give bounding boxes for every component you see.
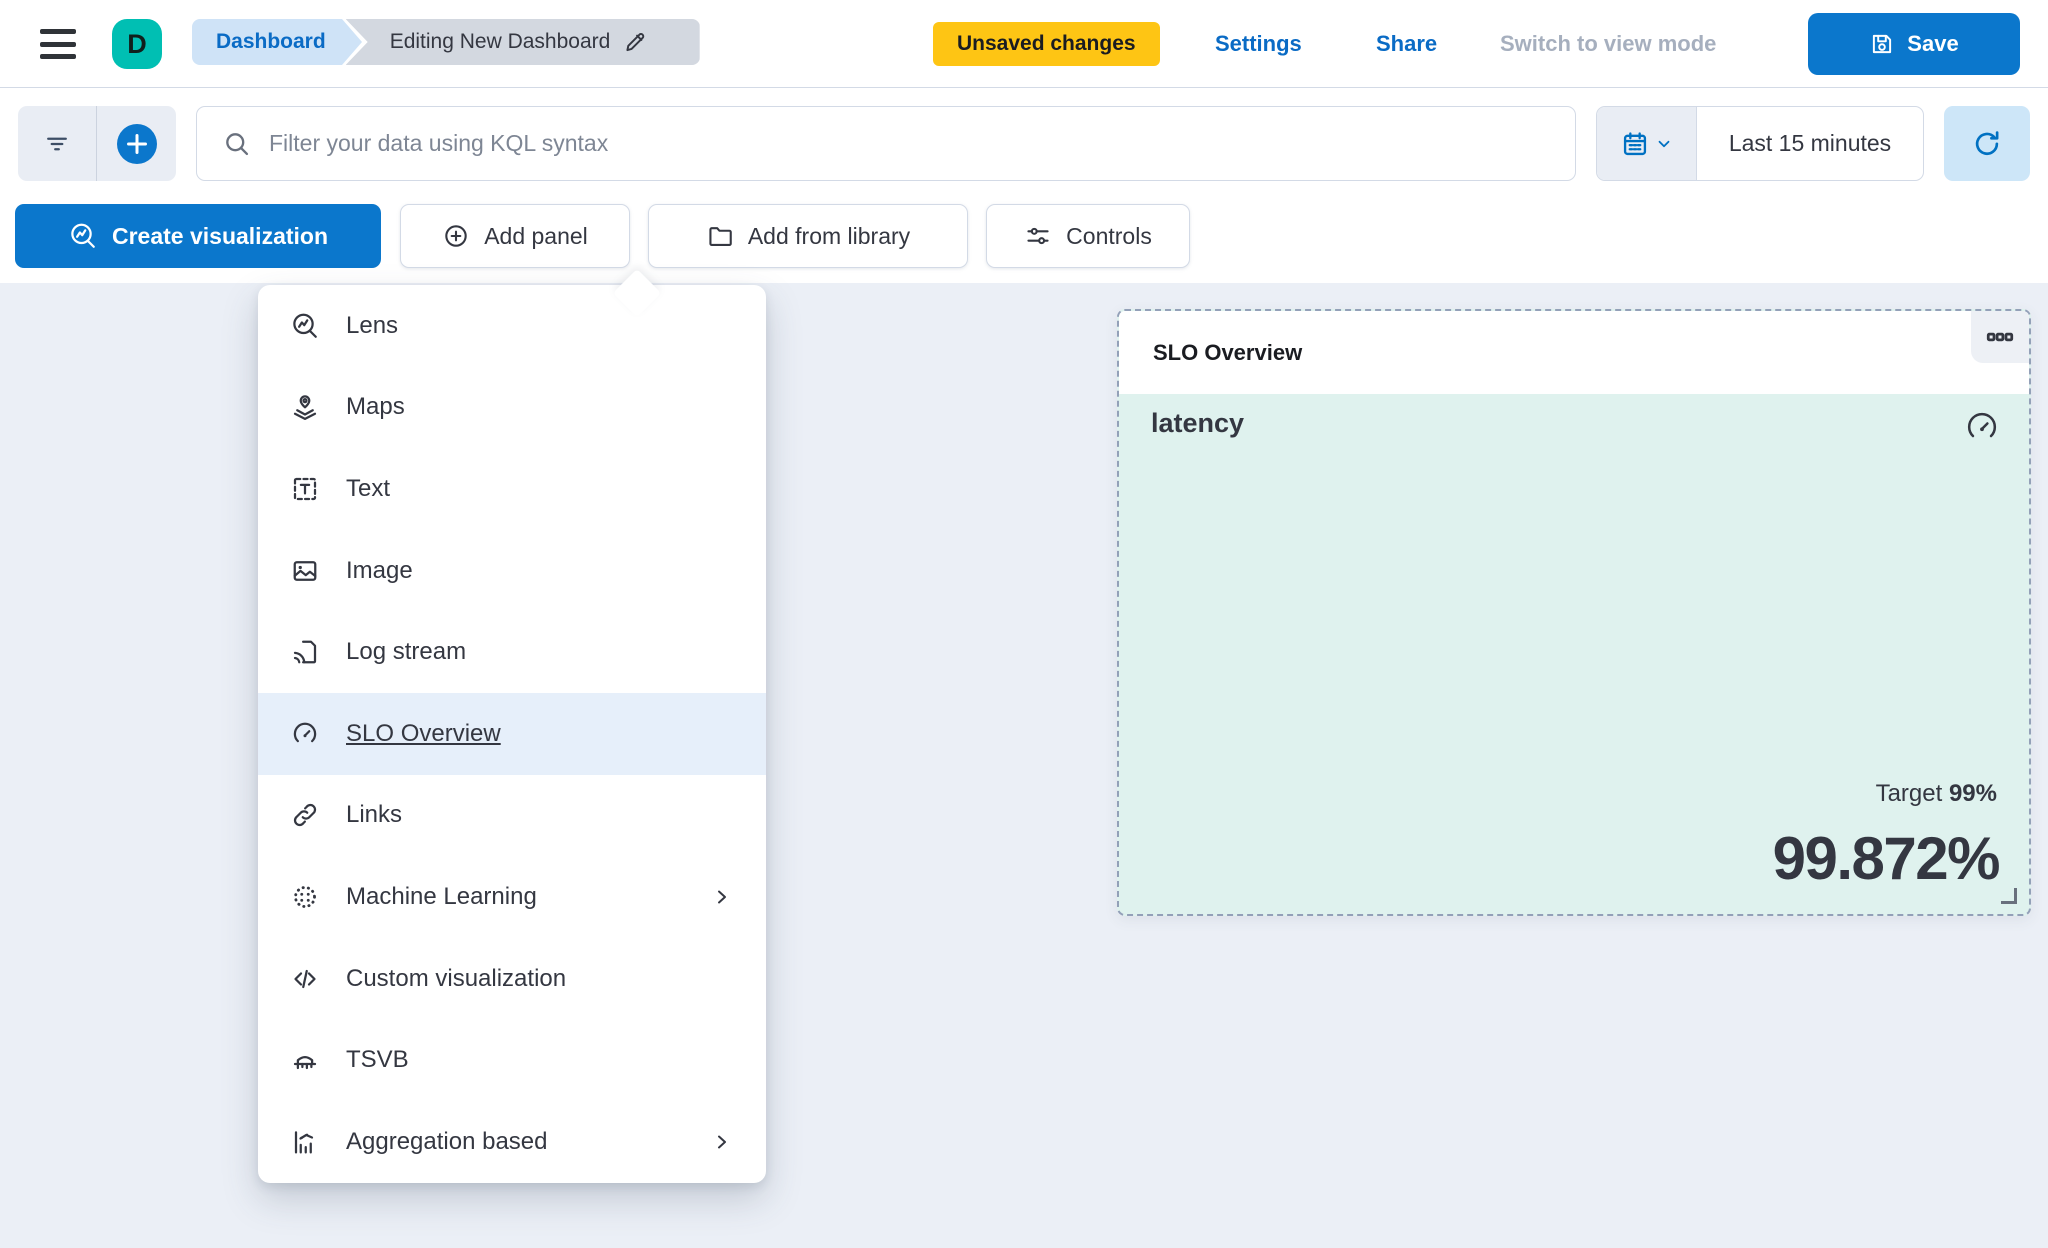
date-quick-select-button[interactable]: [1597, 107, 1697, 180]
menu-item-label: TSVB: [346, 1046, 409, 1074]
slo-target-label: Target: [1875, 780, 1943, 807]
link-icon: [293, 804, 317, 827]
submenu-chevron: [710, 885, 734, 909]
menu-item-label: Aggregation based: [346, 1127, 548, 1155]
slo-overview-panel: SLO Overview latency Target 99% 99.872%: [1117, 309, 2031, 916]
menu-icon[interactable]: [40, 29, 76, 59]
lens-icon: [71, 223, 95, 248]
switch-to-view-mode-link[interactable]: Switch to view mode: [1500, 31, 1717, 56]
gauge-icon: [1967, 412, 1997, 438]
create-visualization-button[interactable]: Create visualization: [15, 204, 381, 268]
sliders-icon: [1027, 227, 1049, 245]
controls-button[interactable]: Controls: [986, 204, 1190, 268]
menu-item-label: Machine Learning: [346, 882, 537, 910]
aggregation-icon: [294, 1130, 314, 1154]
save-button-label: Save: [1907, 31, 1959, 56]
add-panel-label: Add panel: [484, 222, 588, 249]
menu-item-label: Maps: [346, 393, 405, 421]
menu-item-lens[interactable]: Lens: [258, 285, 766, 367]
add-filter-button[interactable]: [97, 106, 176, 181]
slo-target-line: Target 99%: [1876, 780, 1997, 808]
settings-link[interactable]: Settings: [1215, 31, 1302, 56]
share-link[interactable]: Share: [1376, 31, 1438, 56]
pencil-icon: [626, 33, 645, 52]
menu-item-label: Image: [346, 556, 413, 584]
filter-icon: [47, 137, 67, 150]
panel-resize-handle[interactable]: [2001, 888, 2017, 904]
unsaved-changes-badge: Unsaved changes: [933, 22, 1160, 66]
breadcrumb-current-label: Editing New Dashboard: [389, 30, 611, 53]
menu-item-tsvb[interactable]: TSVB: [258, 1019, 766, 1101]
menu-item-label: Links: [346, 801, 403, 829]
menu-item-aggregation-based[interactable]: Aggregation based: [258, 1101, 766, 1183]
slo-sli-value: 99.872%: [1772, 825, 2001, 892]
breadcrumb: Dashboard Editing New Dashboard: [192, 19, 700, 65]
tsvb-icon: [293, 1056, 317, 1070]
gauge-icon: [293, 722, 317, 743]
plus-circle-icon: [445, 225, 467, 247]
kql-search-bar: [196, 106, 1576, 181]
breadcrumb-dashboard-label: Dashboard: [216, 30, 326, 53]
maps-icon: [293, 395, 317, 421]
code-icon: [294, 969, 316, 988]
text-icon: [293, 477, 317, 501]
panel-title: SLO Overview: [1153, 339, 1303, 365]
save-button[interactable]: Save: [1808, 13, 2020, 75]
menu-item-label: Lens: [346, 311, 399, 339]
panel-options-button[interactable]: [1971, 311, 2029, 363]
machine-learning-icon: [294, 886, 316, 908]
menu-item-text[interactable]: Text: [258, 448, 766, 530]
menu-item-custom-visualization[interactable]: Custom visualization: [258, 938, 766, 1020]
boxes-horizontal-icon: [1986, 332, 2014, 342]
folder-icon: [709, 227, 732, 247]
refresh-icon: [1975, 130, 1999, 155]
kql-search-input[interactable]: [269, 107, 1575, 180]
menu-item-label: Text: [346, 474, 391, 502]
slo-target-value: 99%: [1948, 780, 1997, 807]
menu-item-machine-learning[interactable]: Machine Learning: [258, 856, 766, 938]
breadcrumb-current-title[interactable]: Editing New Dashboard: [346, 19, 700, 65]
menu-item-maps[interactable]: Maps: [258, 367, 766, 449]
space-avatar[interactable]: D: [112, 19, 162, 69]
save-icon: [1873, 34, 1892, 54]
plus-circle-filled-icon: [116, 123, 157, 164]
add-from-library-label: Add from library: [747, 222, 911, 249]
calendar-icon: [1623, 131, 1646, 155]
log-stream-icon: [293, 640, 317, 664]
chevron-down-icon: [1658, 140, 1669, 147]
breadcrumb-dashboard[interactable]: Dashboard: [192, 19, 342, 65]
menu-item-label: SLO Overview: [346, 719, 501, 747]
add-panel-button[interactable]: Add panel: [400, 204, 630, 268]
filter-menu-button[interactable]: [18, 106, 97, 181]
add-from-library-button[interactable]: Add from library: [648, 204, 968, 268]
submenu-chevron: [710, 1130, 734, 1154]
time-range-value[interactable]: Last 15 minutes: [1728, 130, 1892, 156]
chevron-right-icon: [718, 890, 726, 904]
menu-item-image[interactable]: Image: [258, 530, 766, 612]
create-visualization-label: Create visualization: [111, 222, 329, 249]
menu-item-label: Log stream: [346, 638, 467, 666]
slo-name: latency: [1151, 408, 1245, 438]
lens-icon: [293, 313, 317, 338]
controls-label: Controls: [1066, 222, 1152, 249]
refresh-button[interactable]: [1944, 106, 2030, 181]
top-navigation-bar: D Dashboard Editing New Dashboard Unsave…: [0, 0, 2048, 88]
menu-item-links[interactable]: Links: [258, 775, 766, 857]
search-icon: [226, 132, 249, 155]
chevron-right-icon: [718, 1135, 726, 1149]
menu-item-log-stream[interactable]: Log stream: [258, 611, 766, 693]
time-range-picker: Last 15 minutes: [1596, 106, 1924, 181]
menu-item-slo-overview[interactable]: SLO Overview: [258, 692, 766, 775]
menu-item-label: Custom visualization: [346, 964, 567, 992]
panel-header: SLO Overview: [1119, 311, 2029, 394]
slo-card-body[interactable]: latency Target 99% 99.872%: [1119, 394, 2029, 914]
filter-controls-group: [18, 106, 176, 181]
image-icon: [293, 560, 317, 581]
add-panel-menu: Lens Maps Text Image: [258, 285, 766, 1183]
